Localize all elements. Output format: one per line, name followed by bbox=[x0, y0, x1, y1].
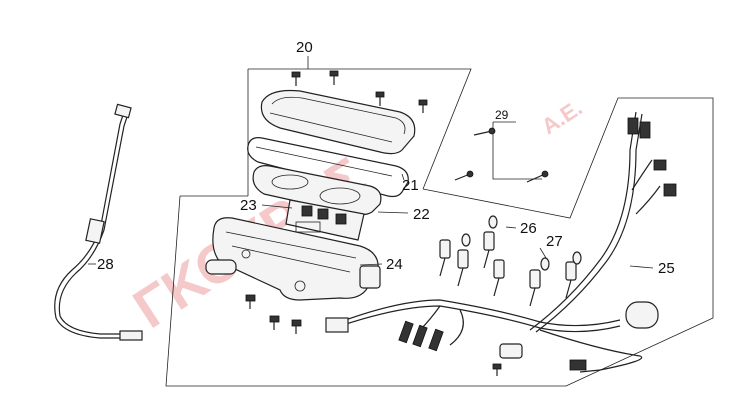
screw-icon bbox=[375, 91, 385, 106]
housing-screws bbox=[245, 294, 302, 334]
bulb-icon bbox=[540, 257, 550, 271]
bulb-socket-icon bbox=[565, 261, 577, 299]
screw-icon bbox=[269, 315, 280, 330]
screw-icon bbox=[454, 170, 474, 181]
label-part-26: 26 bbox=[520, 220, 537, 237]
top-screws bbox=[291, 70, 428, 113]
label-part-24: 24 bbox=[386, 256, 403, 273]
meter-housing-24 bbox=[205, 217, 381, 301]
watermark-suffix: Α.Ε. bbox=[537, 95, 587, 139]
meter-face-22 bbox=[252, 165, 382, 216]
bulb-socket-icon bbox=[439, 239, 451, 277]
gasket-21 bbox=[247, 137, 409, 198]
screw-icon bbox=[291, 71, 301, 86]
meter-lens-cover bbox=[260, 89, 416, 155]
label-part-21: 21 bbox=[402, 177, 419, 194]
bulb-socket-icon bbox=[457, 249, 469, 287]
circuit-board-23 bbox=[285, 199, 365, 241]
screw-icon bbox=[418, 99, 428, 113]
screw-set-box-29 bbox=[454, 121, 549, 183]
bulb-socket-icon bbox=[493, 259, 505, 297]
screw-icon bbox=[245, 294, 256, 309]
bulb-sockets bbox=[439, 215, 582, 307]
screw-icon bbox=[526, 170, 549, 183]
bulb-socket-icon bbox=[483, 231, 495, 269]
label-part-23: 23 bbox=[240, 197, 257, 214]
assembly-frame bbox=[165, 68, 714, 387]
bulb-icon bbox=[488, 215, 498, 229]
label-part-22: 22 bbox=[413, 206, 430, 223]
bulb-socket-icon bbox=[529, 269, 541, 307]
label-part-27: 27 bbox=[546, 233, 563, 250]
wire-harness-25 bbox=[325, 111, 677, 376]
screw-icon bbox=[291, 319, 302, 334]
bulb-icon bbox=[461, 233, 471, 247]
label-part-29: 29 bbox=[495, 108, 509, 122]
label-part-28: 28 bbox=[97, 256, 114, 273]
label-part-20: 20 bbox=[296, 39, 313, 56]
bulb-icon bbox=[572, 251, 582, 265]
screw-icon bbox=[473, 127, 496, 136]
part-labels: 20 21 22 23 24 25 26 27 28 29 bbox=[97, 39, 675, 277]
leader-lines bbox=[88, 56, 654, 269]
screw-icon bbox=[329, 70, 339, 85]
label-part-25: 25 bbox=[658, 260, 675, 277]
speedometer-cable-28 bbox=[54, 103, 143, 341]
screw-icon bbox=[492, 363, 502, 376]
